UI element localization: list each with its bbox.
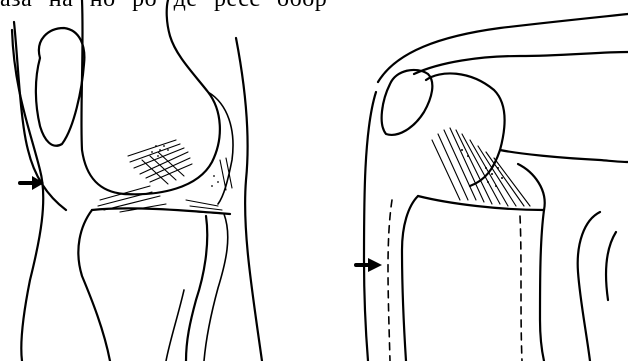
cruciate-ligament-hatching: [128, 140, 192, 184]
fibula-inner-edge: [166, 290, 184, 361]
tibia-dashed-line: [388, 200, 392, 361]
inner-dashed-line: [520, 216, 522, 361]
thigh-inner-contour: [414, 52, 628, 74]
left-knee-front-view: [12, 0, 262, 361]
patella-outline: [36, 28, 85, 146]
femur-outline: [81, 0, 219, 194]
tibia-anterior-side: [402, 196, 418, 361]
shin-skin-contour: [364, 92, 376, 361]
tibia-outline: [78, 210, 110, 361]
left-skin-contour: [12, 30, 43, 361]
tibia-posterior-side: [540, 210, 544, 361]
right-arrow-icon: [356, 258, 382, 272]
femur-shaft-lower: [500, 150, 628, 162]
tibial-plateau-side: [418, 196, 544, 210]
left-arrow-icon: [20, 176, 44, 190]
calf-contour: [578, 212, 600, 361]
right-knee-side-view: [356, 14, 628, 361]
tibial-plateau: [92, 208, 230, 214]
right-skin-contour: [236, 38, 262, 361]
calf-lower-contour: [606, 232, 616, 300]
ligament-hatching-side: [432, 128, 530, 206]
patella-outline-side: [382, 70, 433, 135]
lateral-condyle-contour: [208, 92, 233, 204]
tibia-medial-edge: [186, 216, 207, 361]
thigh-upper-contour: [378, 14, 628, 82]
